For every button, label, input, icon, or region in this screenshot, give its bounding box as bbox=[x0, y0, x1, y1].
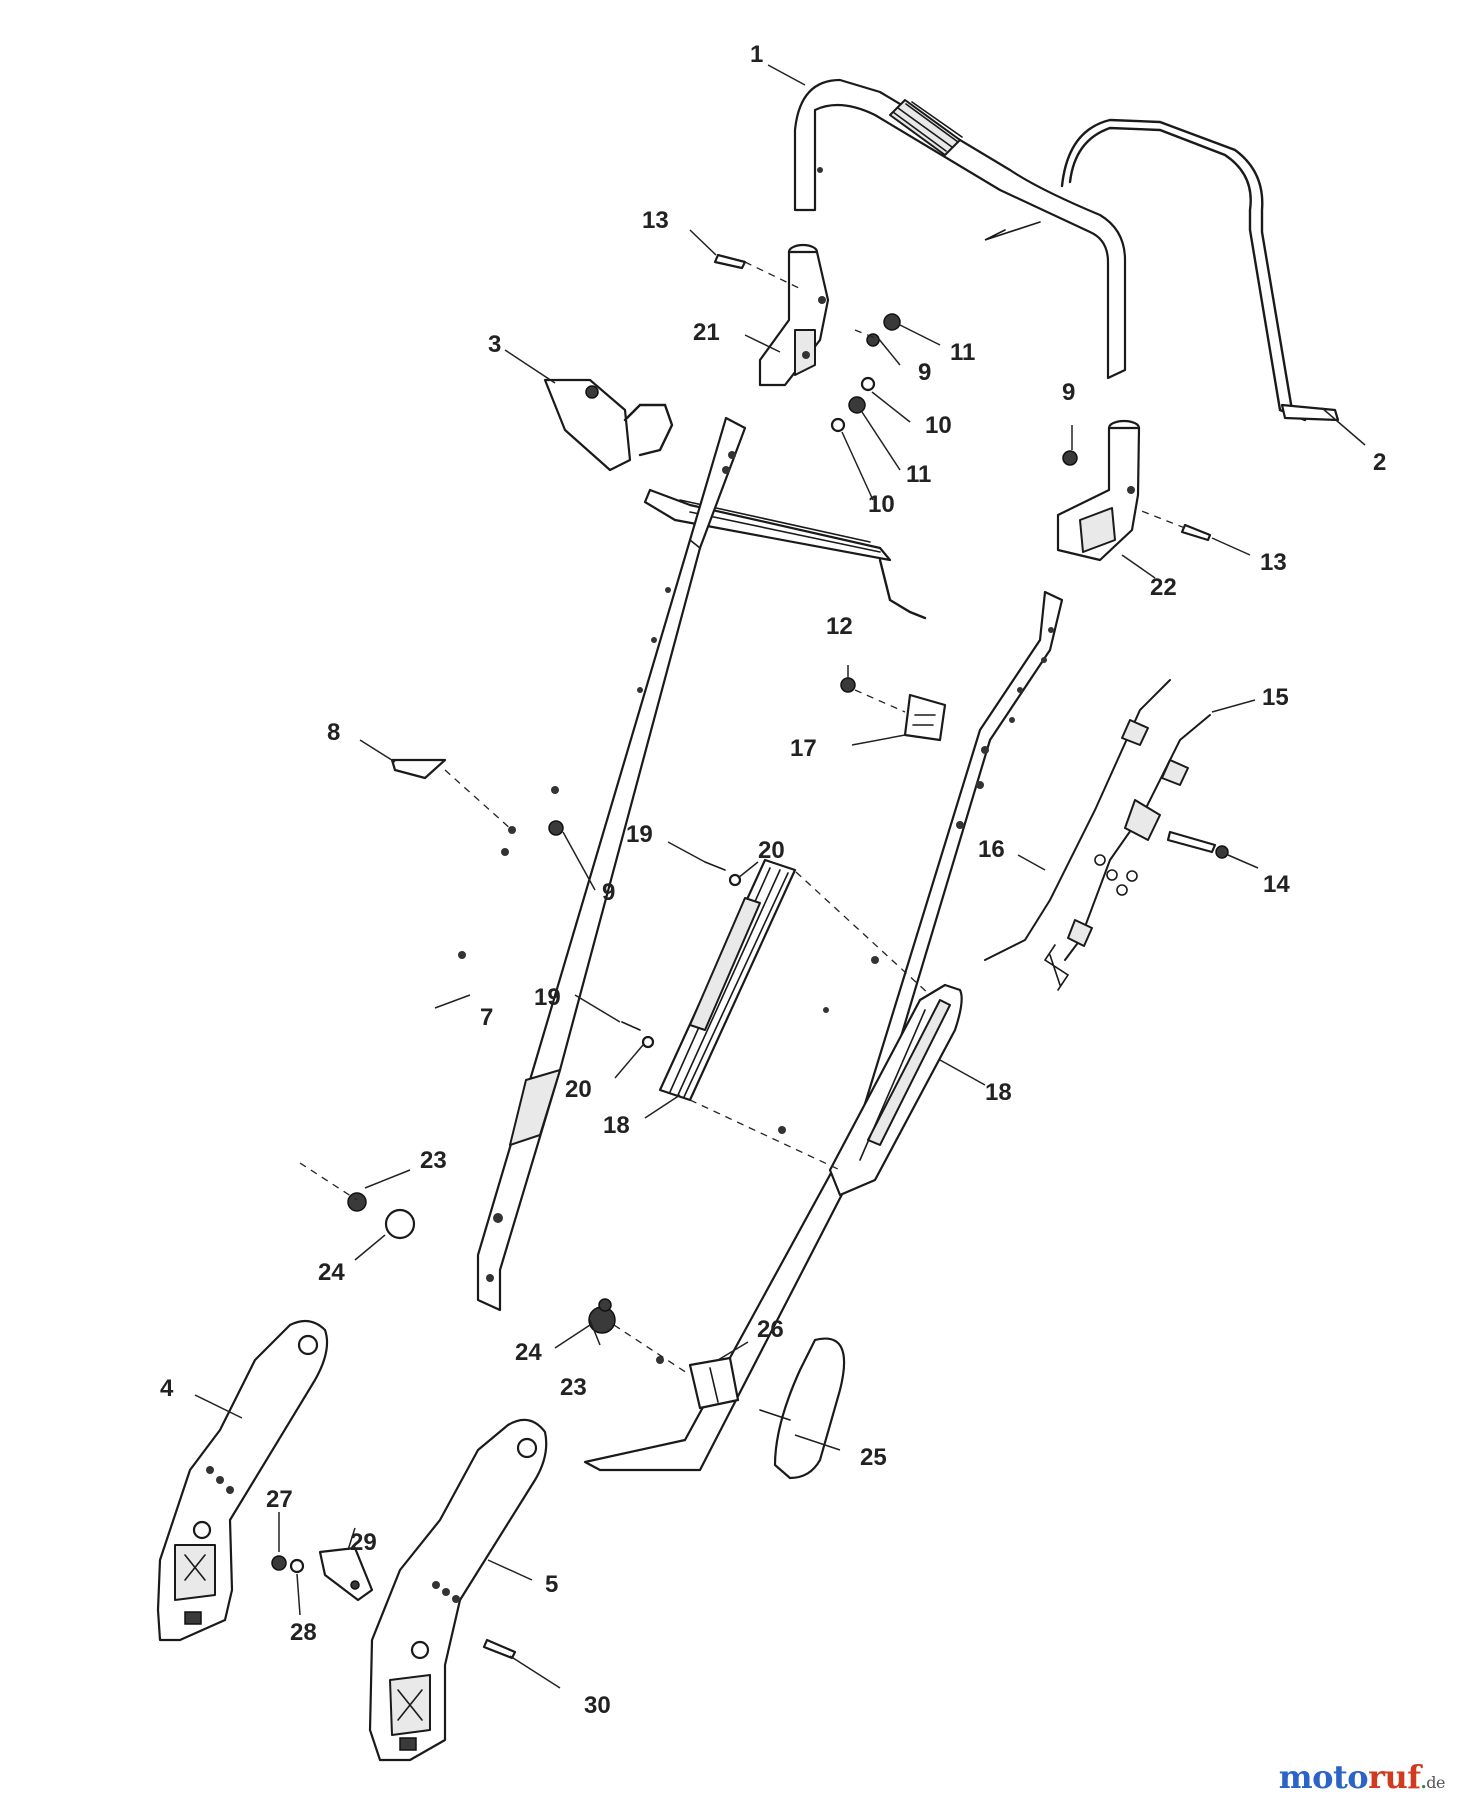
part-18-cable-guide bbox=[658, 858, 797, 1102]
callout-labels: 1 2 3 4 5 7 8 9 9 9 10 10 11 11 12 13 13… bbox=[160, 41, 1386, 1719]
callout-19b: 19 bbox=[534, 984, 561, 1011]
motoruf-watermark: motoruf.de bbox=[1278, 1758, 1446, 1796]
callout-10a: 10 bbox=[925, 412, 952, 439]
part-22-right-clamp bbox=[1056, 419, 1141, 562]
callout-17: 17 bbox=[790, 735, 817, 762]
part-21-left-clamp bbox=[758, 243, 830, 387]
part-1-upper-handle bbox=[793, 78, 1127, 380]
callout-16: 16 bbox=[978, 836, 1005, 863]
callout-14: 14 bbox=[1263, 871, 1290, 898]
part-3-control-lever bbox=[543, 378, 927, 620]
callout-25: 25 bbox=[860, 1444, 887, 1471]
callout-5: 5 bbox=[545, 1571, 558, 1598]
part-18-grip bbox=[828, 983, 963, 1197]
part-7-left-tube bbox=[458, 416, 747, 1312]
callout-23b: 23 bbox=[560, 1374, 587, 1401]
callout-18a: 18 bbox=[603, 1112, 630, 1139]
callout-2: 2 bbox=[1373, 449, 1386, 476]
callout-9a: 9 bbox=[918, 359, 931, 386]
callout-19a: 19 bbox=[626, 821, 653, 848]
callout-22: 22 bbox=[1150, 574, 1177, 601]
callout-9b: 9 bbox=[1062, 379, 1075, 406]
callout-26: 26 bbox=[757, 1316, 784, 1343]
callout-7: 7 bbox=[480, 1004, 493, 1031]
callout-27: 27 bbox=[266, 1486, 293, 1513]
callout-13a: 13 bbox=[642, 207, 669, 234]
watermark-ruf: ruf bbox=[1368, 1758, 1421, 1796]
callout-13b: 13 bbox=[1260, 549, 1287, 576]
watermark-moto: moto bbox=[1278, 1758, 1369, 1796]
callout-10b: 10 bbox=[868, 491, 895, 518]
leader-lines bbox=[194, 64, 1366, 1689]
callout-11b: 11 bbox=[906, 461, 931, 488]
callout-29: 29 bbox=[350, 1529, 377, 1556]
callout-20b: 20 bbox=[565, 1076, 592, 1103]
callout-30: 30 bbox=[584, 1692, 611, 1719]
right-lower-tube bbox=[583, 590, 1064, 1472]
callout-11a: 11 bbox=[950, 339, 975, 366]
part-2-bail-lever bbox=[1060, 118, 1340, 422]
alignment-lines bbox=[299, 261, 1186, 1376]
parts-15-16-cables bbox=[984, 679, 1229, 991]
callout-15: 15 bbox=[1262, 684, 1289, 711]
callout-18b: 18 bbox=[985, 1079, 1012, 1106]
callout-24a: 24 bbox=[318, 1259, 345, 1286]
callout-24b: 24 bbox=[515, 1339, 542, 1366]
callout-1: 1 bbox=[750, 41, 763, 68]
watermark-dot: . bbox=[1420, 1772, 1427, 1793]
part-5-right-bracket bbox=[368, 1418, 548, 1762]
callout-28: 28 bbox=[290, 1619, 317, 1646]
callout-12: 12 bbox=[826, 613, 853, 640]
part-4-left-bracket bbox=[156, 1319, 329, 1642]
watermark-de: de bbox=[1426, 1773, 1445, 1792]
callout-8: 8 bbox=[327, 719, 340, 746]
callout-21: 21 bbox=[693, 319, 720, 346]
callout-20a: 20 bbox=[758, 837, 785, 864]
callout-9c: 9 bbox=[602, 879, 615, 906]
callout-4: 4 bbox=[160, 1375, 174, 1402]
hardware bbox=[271, 253, 1212, 1660]
callout-23a: 23 bbox=[420, 1147, 447, 1174]
callout-3: 3 bbox=[488, 331, 501, 358]
part-17-cable-clip bbox=[903, 693, 947, 742]
